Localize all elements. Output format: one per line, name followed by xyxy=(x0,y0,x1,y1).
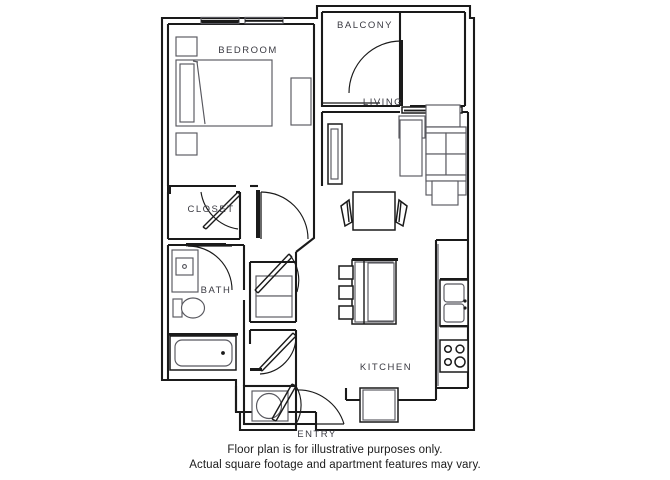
linen-door-panel-upper xyxy=(254,253,293,294)
sofa-cushion-1 xyxy=(425,132,447,155)
bed-pillow xyxy=(179,63,195,123)
linen-shelf-upper xyxy=(255,275,293,297)
range-body xyxy=(439,339,469,373)
dresser xyxy=(290,77,312,126)
room-label-entry: ENTRY xyxy=(297,429,337,440)
laundry-door-panel xyxy=(271,383,297,422)
entry-door-swing xyxy=(295,389,345,425)
sofa-cushion-3 xyxy=(425,153,447,176)
nightstand-top xyxy=(175,36,198,57)
closet-walls xyxy=(166,186,242,241)
room-label-bath: BATH xyxy=(201,285,232,296)
bed-duvet-fold xyxy=(196,61,206,125)
end-table-bottom xyxy=(431,180,459,206)
room-label-balcony: BALCONY xyxy=(337,20,393,31)
hall-walls xyxy=(294,186,316,262)
closet-door-panel xyxy=(202,191,241,230)
bar-stool-1 xyxy=(338,265,354,280)
living-window-sash xyxy=(330,128,339,180)
bedroom-window-right xyxy=(245,19,283,22)
bathtub-basin xyxy=(174,339,233,367)
toilet-tank xyxy=(172,298,183,318)
caption-line-2: Actual square footage and apartment feat… xyxy=(189,459,481,471)
bedroom-door xyxy=(256,190,309,240)
island-top-inner xyxy=(367,262,395,322)
bath-door xyxy=(186,243,233,291)
hall-lower-door xyxy=(250,332,297,375)
balcony-door xyxy=(322,40,402,104)
hall-door-swing xyxy=(259,335,297,375)
room-label-kitchen: KITCHEN xyxy=(360,362,412,373)
living-window xyxy=(327,123,343,185)
bar-stool-2 xyxy=(338,285,354,300)
sofa-cushion-2 xyxy=(445,132,467,155)
console-body xyxy=(399,119,423,177)
disclaimer-caption: Floor plan is for illustrative purposes … xyxy=(189,444,481,471)
balcony-door-swing xyxy=(348,40,402,94)
tv-console xyxy=(399,119,423,177)
room-label-closet: CLOSET xyxy=(187,204,234,215)
kitchen-sink xyxy=(439,278,469,328)
sofa-arm-bottom xyxy=(425,174,467,182)
bath-walls xyxy=(166,243,246,382)
toilet-bowl xyxy=(180,297,206,319)
burner-rear-left xyxy=(443,344,453,354)
caption-line-1: Floor plan is for illustrative purposes … xyxy=(227,444,442,456)
sofa-cushion-4 xyxy=(445,153,467,176)
dining-table xyxy=(352,191,396,231)
washer-dryer xyxy=(242,383,302,426)
entry-door xyxy=(295,389,345,425)
bedroom-walls xyxy=(166,22,316,188)
linen-shelf-lower xyxy=(255,295,293,318)
bed-group xyxy=(175,36,273,156)
bar-stool-3 xyxy=(338,305,354,320)
room-labels: BEDROOM BALCONY LIVING CLOSET BATH KITCH… xyxy=(187,20,412,440)
bath-fixtures xyxy=(168,249,238,371)
kitchen-island xyxy=(351,258,398,325)
room-label-living: LIVING xyxy=(363,97,403,108)
fridge-door xyxy=(362,389,396,421)
sink-basin-top xyxy=(443,283,465,303)
sink-faucet-top xyxy=(463,299,467,303)
bedroom-door-swing xyxy=(260,191,309,240)
sink-basin-bottom xyxy=(443,303,465,323)
bar-stools xyxy=(338,265,354,320)
linen-closet xyxy=(248,253,300,324)
refrigerator xyxy=(359,387,399,423)
burner-front-left xyxy=(443,357,453,367)
bedroom-windows xyxy=(200,16,284,25)
bath-door-swing xyxy=(187,245,233,291)
sofa xyxy=(425,104,467,206)
washer-drum xyxy=(255,392,283,420)
laundry-door-swing xyxy=(295,385,302,425)
cooktop xyxy=(439,339,469,373)
hall-door-panel xyxy=(258,332,297,372)
vanity-drain xyxy=(182,264,187,269)
burner-rear-right xyxy=(455,344,465,354)
sofa-arm-top xyxy=(425,126,467,134)
bathtub-drain xyxy=(221,351,225,355)
dining-set xyxy=(340,191,408,231)
room-label-bedroom: BEDROOM xyxy=(218,45,278,56)
sofa-back xyxy=(425,104,461,128)
balcony-walls xyxy=(320,10,467,108)
nightstand-bottom xyxy=(175,132,198,156)
bedroom-dresser xyxy=(290,77,312,126)
sink-faucet-bottom xyxy=(463,306,467,310)
burner-front-right xyxy=(454,356,466,368)
closet-door xyxy=(200,191,241,230)
